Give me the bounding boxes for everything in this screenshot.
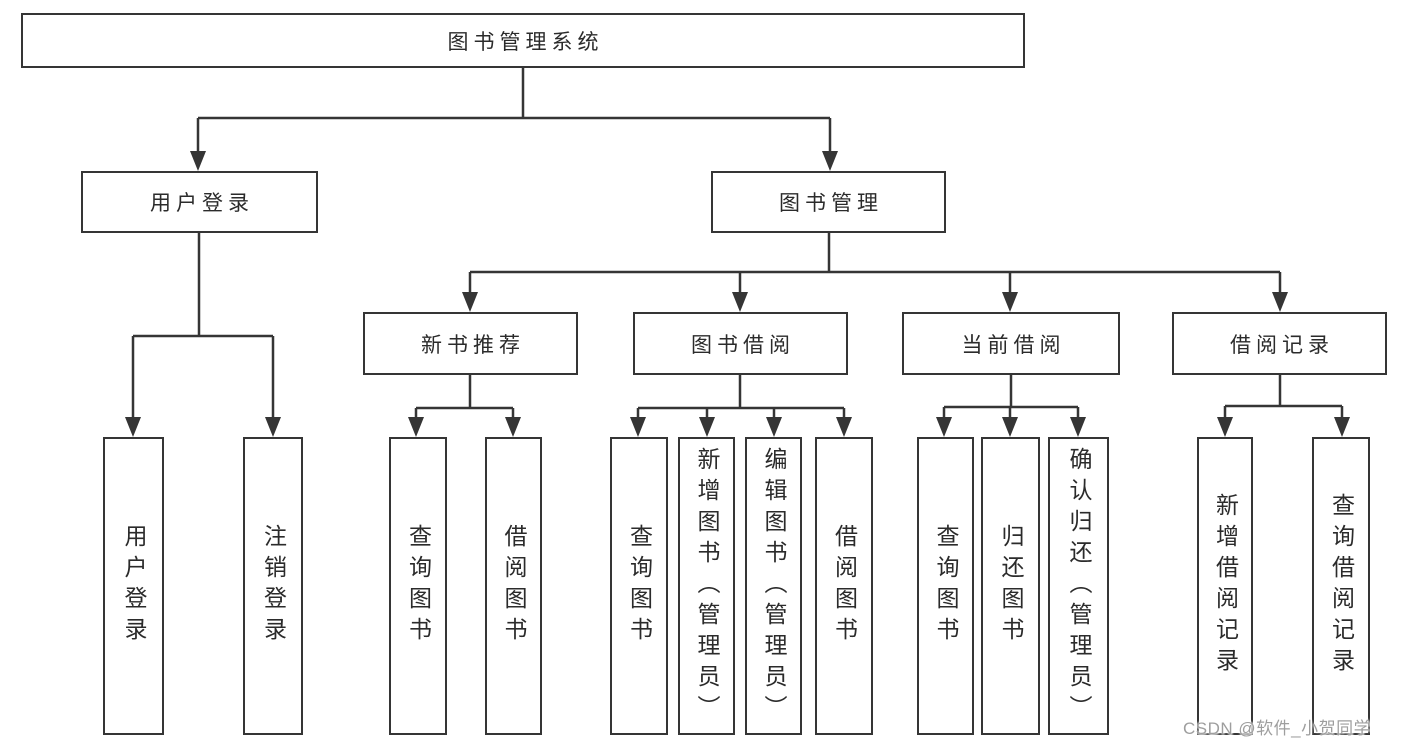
- leaf-bb-edit-books-label: 编辑图书（管理员）: [761, 446, 787, 726]
- leaf-br-add-record: 新增借阅记录: [1197, 437, 1253, 735]
- leaf-bb-query-books: 查询图书: [610, 437, 668, 735]
- leaf-user-login: 用户登录: [103, 437, 164, 735]
- leaf-bb-add-books: 新增图书（管理员）: [678, 437, 735, 735]
- leaf-nb-borrow-books-label: 借阅图书: [501, 524, 527, 648]
- leaf-bb-query-books-label: 查询图书: [626, 524, 653, 648]
- node-new-book-recommend: 新书推荐: [363, 312, 578, 375]
- node-new-book-recommend-label: 新书推荐: [421, 333, 525, 357]
- leaf-cb-query-books-label: 查询图书: [933, 524, 959, 648]
- node-root-label: 图书管理系统: [447, 30, 604, 54]
- leaf-nb-query-books: 查询图书: [389, 437, 447, 735]
- node-book-management-label: 图书管理: [779, 192, 883, 215]
- node-book-borrow: 图书借阅: [633, 312, 848, 375]
- watermark: CSDN @软件_小贺同学: [1183, 719, 1372, 738]
- leaf-logout-label: 注销登录: [260, 524, 287, 648]
- node-current-borrow-label: 当前借阅: [961, 333, 1066, 357]
- leaf-nb-borrow-books: 借阅图书: [485, 437, 542, 735]
- node-current-borrow: 当前借阅: [902, 312, 1120, 375]
- node-book-borrow-label: 图书借阅: [691, 333, 795, 357]
- leaf-br-add-record-label: 新增借阅记录: [1212, 493, 1239, 679]
- node-borrow-records: 借阅记录: [1172, 312, 1387, 375]
- node-root: 图书管理系统: [21, 13, 1025, 68]
- node-user-login: 用户登录: [81, 171, 318, 233]
- leaf-logout: 注销登录: [243, 437, 303, 735]
- leaf-br-query-record-label: 查询借阅记录: [1328, 493, 1355, 679]
- leaf-bb-borrow-books: 借阅图书: [815, 437, 873, 735]
- node-borrow-records-label: 借阅记录: [1230, 333, 1334, 357]
- leaf-cb-query-books: 查询图书: [917, 437, 974, 735]
- node-book-management: 图书管理: [711, 171, 946, 233]
- leaf-nb-query-books-label: 查询图书: [405, 524, 432, 648]
- leaf-br-query-record: 查询借阅记录: [1312, 437, 1370, 735]
- leaf-cb-return-books-label: 归还图书: [998, 524, 1024, 648]
- leaf-cb-return-books: 归还图书: [981, 437, 1040, 735]
- arrowheads: [125, 151, 1350, 437]
- leaf-user-login-label: 用户登录: [121, 524, 147, 648]
- connector-lines: [131, 68, 1344, 420]
- leaf-cb-confirm-return-label: 确认归还（管理员）: [1066, 446, 1092, 726]
- leaf-bb-edit-books: 编辑图书（管理员）: [745, 437, 802, 735]
- leaf-bb-borrow-books-label: 借阅图书: [831, 524, 858, 648]
- leaf-cb-confirm-return: 确认归还（管理员）: [1048, 437, 1109, 735]
- leaf-bb-add-books-label: 新增图书（管理员）: [694, 446, 720, 726]
- node-user-login-label: 用户登录: [150, 192, 254, 215]
